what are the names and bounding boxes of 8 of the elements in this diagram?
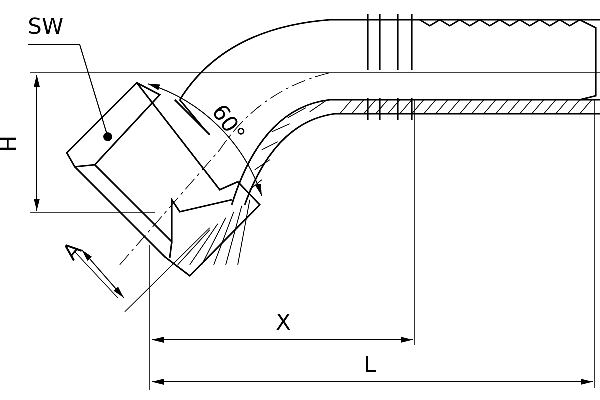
dimension-label: A — [60, 238, 88, 266]
dimension-label: H — [0, 136, 22, 152]
dimension-label: X — [276, 312, 292, 336]
angle-label: 60° — [206, 101, 249, 147]
hose-fitting-drawing — [66, 13, 600, 278]
leader-line — [28, 44, 112, 142]
dimension-label: L — [364, 354, 376, 378]
callout-label: SW — [28, 16, 64, 40]
